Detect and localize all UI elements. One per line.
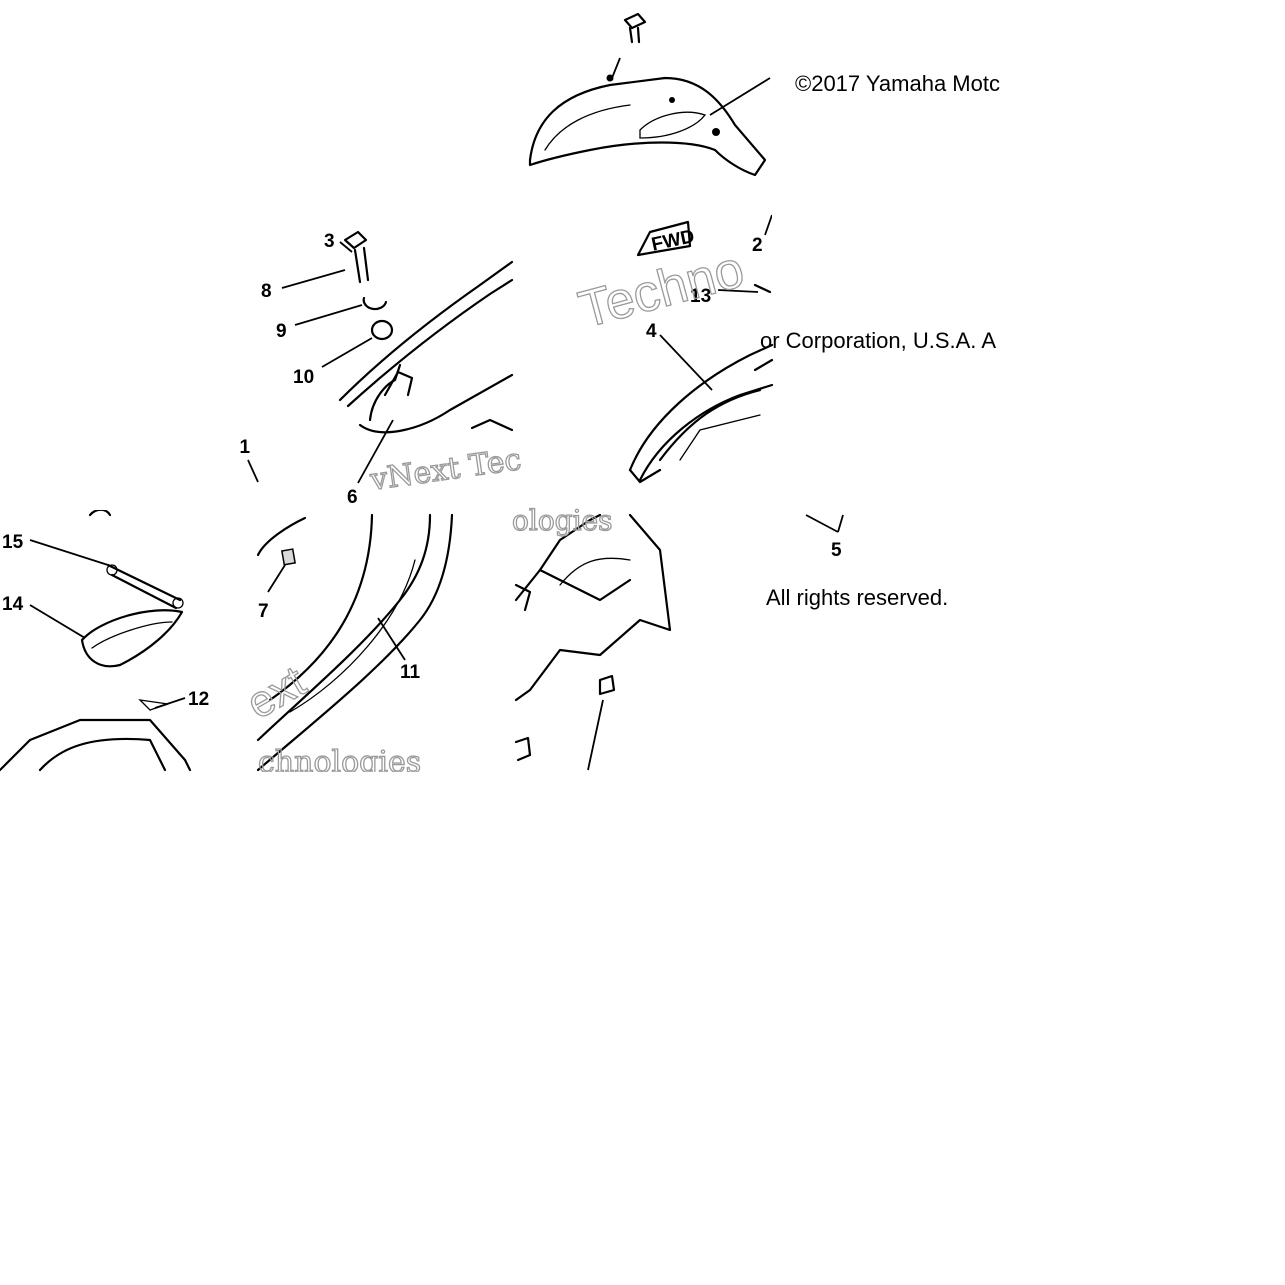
callout-15: 15 [2, 532, 24, 553]
callout-2: 2 [752, 235, 763, 256]
bolt-stack [343, 230, 394, 341]
callout-7: 7 [258, 601, 269, 622]
watermark: vNext Tec Techno ologies ext chnologies [238, 240, 751, 781]
front-fender-top [528, 74, 771, 177]
callout-10: 10 [293, 367, 314, 388]
callout-5: 5 [831, 540, 842, 561]
watermark-vnext: vNext Tec [367, 442, 523, 498]
callout-9: 9 [276, 321, 287, 342]
callout-8: 8 [261, 281, 272, 302]
callout-3: 3 [324, 231, 335, 252]
copyright-line-2: or Corporation, U.S.A. A [760, 328, 996, 353]
inner-fender [628, 283, 774, 484]
strap-and-cover [0, 508, 192, 772]
callout-11-bottom: 11 [400, 662, 421, 683]
watermark-ext: ext [239, 657, 314, 729]
rear-fender-left [338, 260, 514, 434]
leader-lines [29, 214, 773, 709]
fwd-badge: FWD [636, 220, 696, 257]
callout-4: 4 [646, 321, 657, 342]
side-cover [256, 513, 454, 772]
frame-section [514, 513, 672, 771]
watermark-techno: Techno [573, 240, 750, 339]
callout-13: 13 [690, 286, 711, 307]
right-fragment [805, 256, 980, 533]
bolt-top [611, 12, 647, 79]
watermark-ologies: ologies [512, 504, 613, 537]
callout-14: 14 [2, 594, 24, 615]
callout-6: 6 [347, 487, 358, 508]
callout-12: 12 [188, 689, 209, 710]
copyright-line-3: All rights reserved. [766, 585, 948, 610]
copyright-line-1: ©2017 Yamaha Motc [795, 71, 1000, 96]
